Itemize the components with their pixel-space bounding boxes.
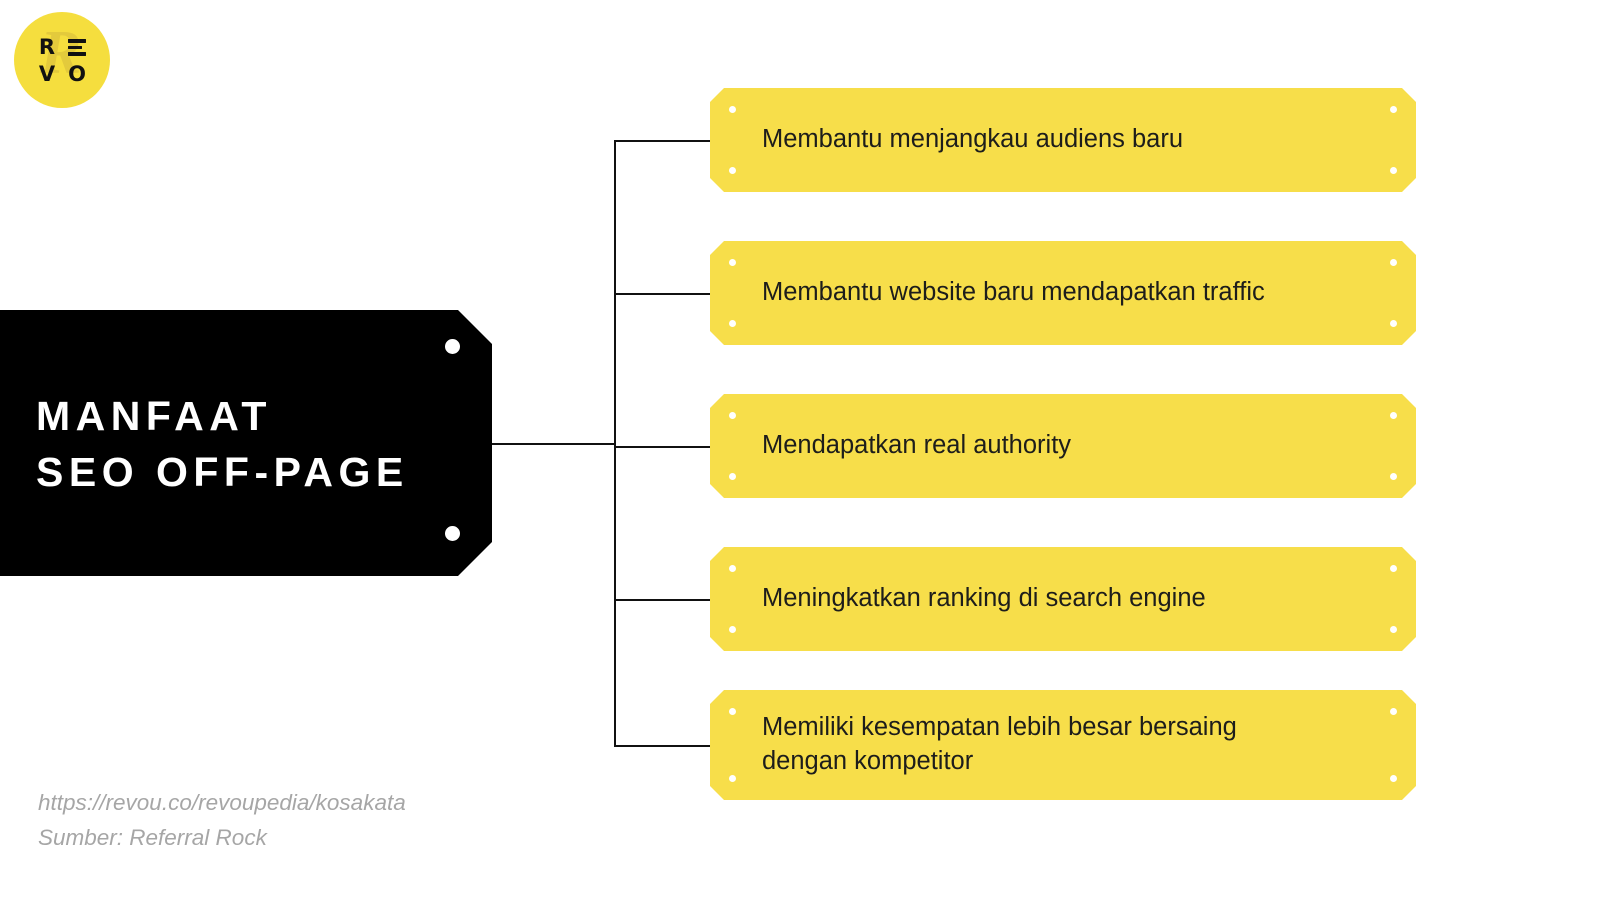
benefit-card-dot xyxy=(729,259,736,266)
logo-letter-r: R xyxy=(38,35,56,59)
benefit-card-label: Mendapatkan real authority xyxy=(762,431,1072,460)
benefit-card-3[interactable]: Mendapatkan real authority xyxy=(710,394,1416,498)
connector-branch-3 xyxy=(614,446,710,448)
root-card-dot-bottom xyxy=(445,526,460,541)
logo-circle: R R V O xyxy=(14,12,110,108)
footer-credits: https://revou.co/revoupedia/kosakata Sum… xyxy=(38,786,406,856)
connector-trunk xyxy=(492,443,616,445)
root-card-dot-top xyxy=(445,339,460,354)
benefit-card-dot xyxy=(1390,259,1397,266)
footer-source: Sumber: Referral Rock xyxy=(38,824,267,850)
benefit-card-dot xyxy=(729,775,736,782)
revou-logo: R R V O xyxy=(14,12,110,108)
benefit-card-dot xyxy=(1390,775,1397,782)
benefit-card-dot xyxy=(1390,565,1397,572)
benefit-card-dot xyxy=(729,320,736,327)
connector-branch-4 xyxy=(614,599,710,601)
connector-branch-1 xyxy=(614,140,710,142)
benefit-card-dot xyxy=(729,473,736,480)
connector-branch-5 xyxy=(614,745,710,747)
root-node-card: MANFAAT SEO OFF-PAGE xyxy=(0,310,492,576)
benefit-card-dot xyxy=(729,565,736,572)
logo-letter-grid: R V O xyxy=(32,34,92,88)
benefit-card-dot xyxy=(1390,320,1397,327)
logo-letter-o: O xyxy=(68,62,86,86)
benefit-card-label: Membantu menjangkau audiens baru xyxy=(762,125,1184,154)
benefit-card-dot xyxy=(1390,473,1397,480)
benefit-card-label: Memiliki kesempatan lebih besar bersaing… xyxy=(762,713,1237,775)
benefit-card-label: Membantu website baru mendapatkan traffi… xyxy=(762,278,1265,307)
benefit-card-dot xyxy=(1390,708,1397,715)
benefit-card-dot xyxy=(729,167,736,174)
logo-letter-v: V xyxy=(38,62,56,86)
benefit-card-dot xyxy=(1390,412,1397,419)
footer-url: https://revou.co/revoupedia/kosakata xyxy=(38,790,406,815)
benefit-card-dot xyxy=(729,412,736,419)
page-title: MANFAAT SEO OFF-PAGE xyxy=(36,393,409,496)
benefit-card-dot xyxy=(1390,626,1397,633)
benefit-card-dot xyxy=(729,106,736,113)
benefit-card-4[interactable]: Meningkatkan ranking di search engine xyxy=(710,547,1416,651)
benefit-card-dot xyxy=(729,708,736,715)
benefit-card-dot xyxy=(1390,106,1397,113)
benefit-card-5[interactable]: Memiliki kesempatan lebih besar bersaing… xyxy=(710,690,1416,800)
logo-bars-icon xyxy=(68,39,86,56)
benefit-card-label: Meningkatkan ranking di search engine xyxy=(762,584,1206,613)
benefit-card-1[interactable]: Membantu menjangkau audiens baru xyxy=(710,88,1416,192)
benefit-card-dot xyxy=(1390,167,1397,174)
benefit-card-2[interactable]: Membantu website baru mendapatkan traffi… xyxy=(710,241,1416,345)
connector-branch-2 xyxy=(614,293,710,295)
benefit-card-dot xyxy=(729,626,736,633)
connector-spine xyxy=(614,140,616,745)
